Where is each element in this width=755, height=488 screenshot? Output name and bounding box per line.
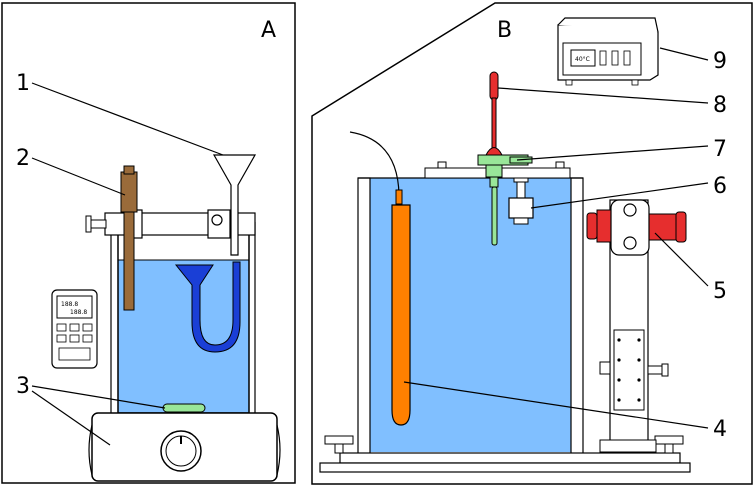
red-motor <box>586 199 687 256</box>
meter-main-readout: 188.8 <box>61 301 78 308</box>
callout-6: 6 <box>713 174 727 199</box>
callout-5: 5 <box>713 279 727 304</box>
base-plate <box>339 452 681 464</box>
beaker-water <box>118 260 249 413</box>
red-handle <box>489 71 499 101</box>
callout-1: 1 <box>16 71 30 96</box>
stir-bar-a <box>162 403 206 413</box>
callout-7: 7 <box>713 137 727 162</box>
panel-a-label: A <box>261 18 276 43</box>
clamp-screw <box>89 219 107 229</box>
controller-readout: 40°C <box>575 56 590 63</box>
panel-b-label: B <box>497 18 512 43</box>
meter-sub-readout: 188.8 <box>70 309 87 316</box>
callout-2: 2 <box>16 146 30 171</box>
digital-meter: 188.8 188.8 <box>51 289 98 369</box>
callout-8: 8 <box>713 93 727 118</box>
water-bath-a <box>85 154 281 482</box>
temperature-controller: 40°C <box>557 17 659 86</box>
callout-3: 3 <box>16 374 30 399</box>
heater-probe <box>349 131 411 426</box>
callout-9: 9 <box>713 49 727 74</box>
funnel <box>212 154 257 256</box>
siphon-tube <box>174 261 241 353</box>
clamp-block <box>508 177 534 225</box>
callout-4: 4 <box>713 417 727 442</box>
